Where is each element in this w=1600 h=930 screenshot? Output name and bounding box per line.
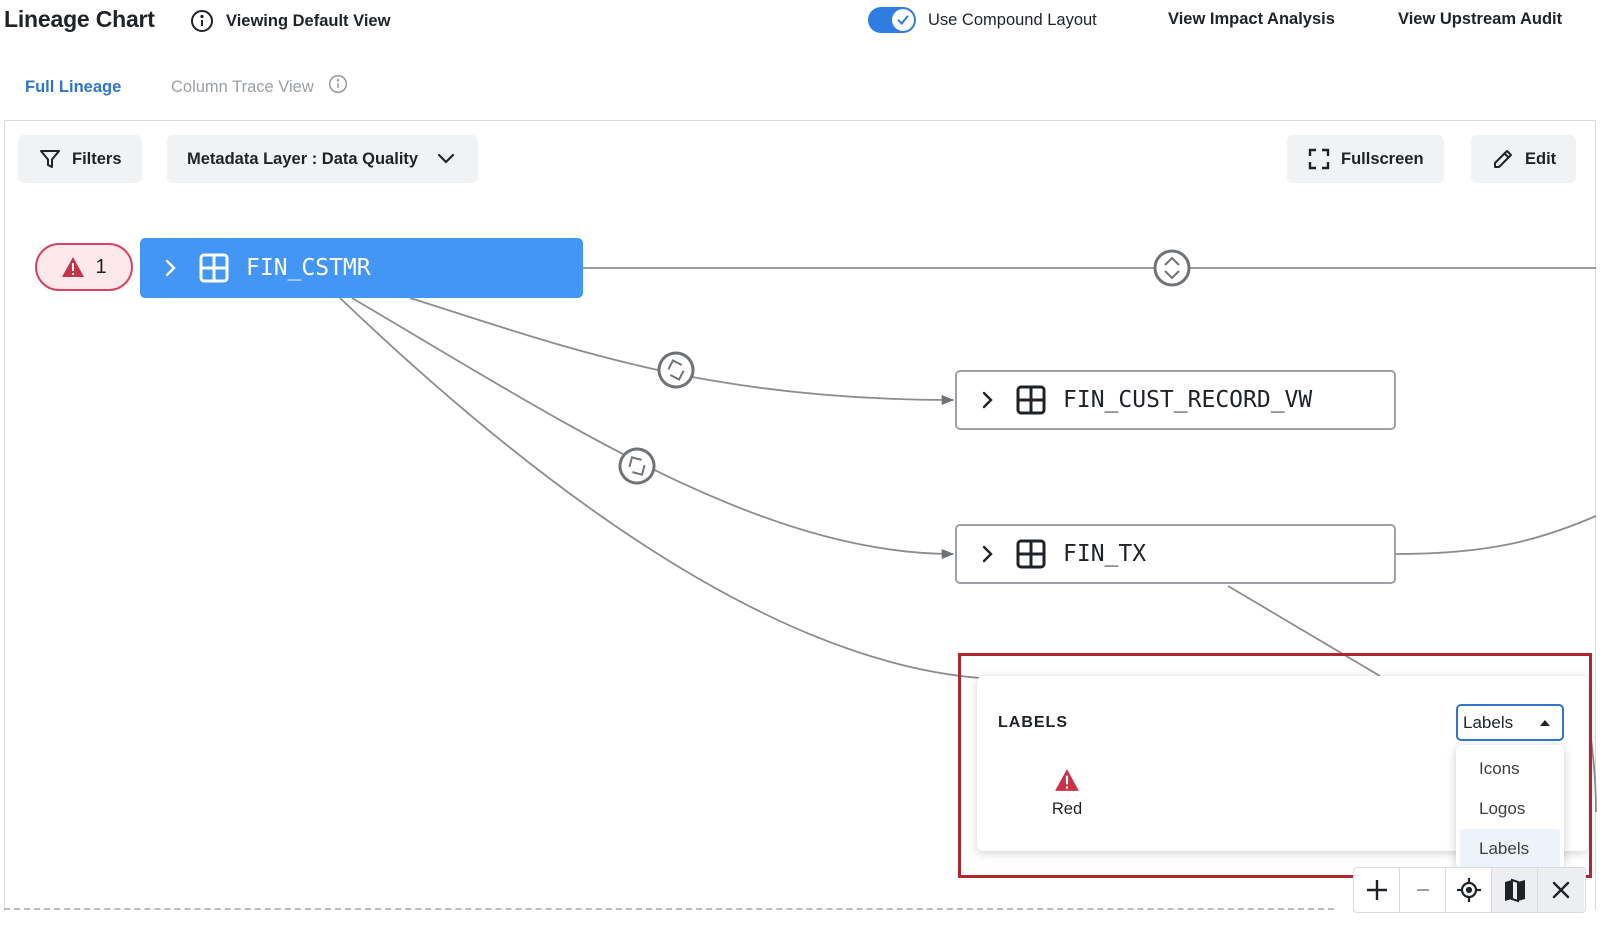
alert-count: 1 <box>95 255 107 278</box>
view-impact-analysis-link[interactable]: View Impact Analysis <box>1168 10 1335 28</box>
chevron-right-icon[interactable] <box>160 258 180 278</box>
zoom-in-button[interactable] <box>1354 868 1400 912</box>
highlight-box <box>958 653 1592 878</box>
table-icon <box>1016 385 1046 415</box>
legend-title: LABELS <box>998 714 1068 731</box>
expand-collapse-icon[interactable] <box>1153 249 1191 287</box>
legend-mode-dropdown: Icons Logos Labels <box>1456 745 1564 869</box>
edge-fin-tx-down <box>1227 585 1381 677</box>
compound-layout-toggle[interactable] <box>868 7 916 33</box>
legend-item-red: Red <box>1037 768 1097 819</box>
node-name: FIN_TX <box>1063 541 1147 567</box>
warning-triangle-icon <box>1055 769 1079 791</box>
edit-label: Edit <box>1525 149 1557 168</box>
filter-icon <box>40 150 60 168</box>
info-icon <box>328 74 347 93</box>
table-icon <box>199 253 229 283</box>
close-icon <box>1552 881 1570 899</box>
chevron-right-icon[interactable] <box>977 390 997 410</box>
caret-up-icon <box>1540 719 1550 726</box>
edge-fin-tx-right <box>1395 515 1597 555</box>
legend-mode-select[interactable]: Labels <box>1456 704 1564 741</box>
page-title: Lineage Chart <box>4 6 155 32</box>
header: Lineage Chart Viewing Default View Use C… <box>0 0 1600 44</box>
minimap-icon <box>1504 878 1525 903</box>
fullscreen-label: Fullscreen <box>1341 149 1424 168</box>
node-fin-cust-record-vw[interactable]: FIN_CUST_RECORD_VW <box>955 370 1396 430</box>
metadata-layer-label: Metadata Layer : Data Quality <box>187 149 419 168</box>
zoom-out-icon <box>1416 889 1429 891</box>
legend-item-label: Red <box>1051 800 1083 818</box>
metadata-layer-select[interactable]: Metadata Layer : Data Quality <box>167 135 479 183</box>
legend-mode-value: Labels <box>1463 712 1514 732</box>
view-status[interactable]: Viewing Default View <box>190 9 390 33</box>
expand-collapse-icon[interactable] <box>614 443 660 489</box>
view-upstream-audit-link[interactable]: View Upstream Audit <box>1398 10 1563 28</box>
chevron-down-icon <box>437 153 455 164</box>
compound-layout-label: Use Compound Layout <box>928 10 1097 29</box>
fullscreen-button[interactable]: Fullscreen <box>1287 135 1444 183</box>
node-fin-cstmr[interactable]: FIN_CSTMR <box>140 238 583 298</box>
zoom-controls <box>1353 867 1586 913</box>
warning-triangle-icon <box>62 257 85 277</box>
tab-column-trace-view[interactable]: Column Trace View <box>171 74 348 97</box>
option-labels[interactable]: Labels <box>1460 829 1560 869</box>
node-fin-tx[interactable]: FIN_TX <box>955 524 1396 584</box>
edit-button[interactable]: Edit <box>1471 135 1577 183</box>
minimap-button[interactable] <box>1492 868 1538 912</box>
pencil-icon <box>1494 150 1512 168</box>
recenter-icon <box>1456 878 1481 902</box>
fullscreen-icon <box>1308 148 1330 170</box>
zoom-in-icon <box>1366 880 1387 900</box>
canvas-bottom-divider <box>4 908 1334 910</box>
node-name: FIN_CSTMR <box>246 255 371 281</box>
info-icon <box>191 10 213 32</box>
filters-label: Filters <box>72 149 122 168</box>
alert-count-badge[interactable]: 1 <box>35 243 133 291</box>
checkmark-icon <box>897 15 909 26</box>
compound-layout-toggle-wrap: Use Compound Layout <box>868 7 1097 33</box>
filters-button[interactable]: Filters <box>18 135 142 183</box>
option-icons[interactable]: Icons <box>1479 759 1520 778</box>
edge-cstmr-to-cust-record-vw <box>409 297 955 406</box>
zoom-out-button[interactable] <box>1400 868 1446 912</box>
close-minimap-button[interactable] <box>1538 868 1584 912</box>
tab-full-lineage[interactable]: Full Lineage <box>25 78 122 96</box>
chevron-right-icon[interactable] <box>977 544 997 564</box>
expand-collapse-icon[interactable] <box>655 349 698 392</box>
tab-column-trace-view-label: Column Trace View <box>171 78 314 96</box>
edge-cstmr-to-lower <box>339 297 981 679</box>
option-logos[interactable]: Logos <box>1479 799 1526 818</box>
node-name: FIN_CUST_RECORD_VW <box>1063 387 1313 413</box>
recenter-button[interactable] <box>1446 868 1492 912</box>
view-status-label: Viewing Default View <box>226 11 391 30</box>
table-icon <box>1016 539 1046 569</box>
edge-cstmr-to-fin-tx <box>351 297 955 560</box>
